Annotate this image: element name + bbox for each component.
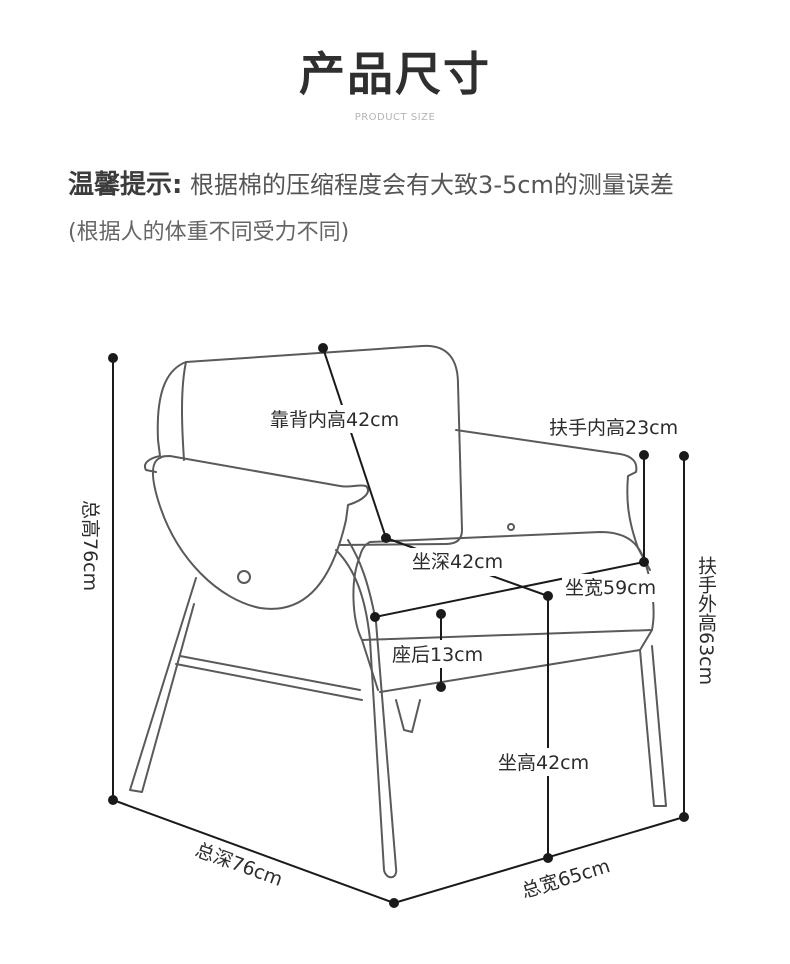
chair-left-rail bbox=[175, 655, 363, 701]
notice-label: 温馨提示: bbox=[68, 170, 183, 200]
label-total-height: 总高76cm bbox=[79, 500, 101, 591]
seat-width-line bbox=[374, 561, 645, 618]
chair-back-button bbox=[507, 523, 515, 531]
dot-back-bottom bbox=[381, 533, 391, 543]
chair-right-arm bbox=[455, 429, 651, 571]
label-armrest-outer-height: 扶手外高63cm bbox=[695, 556, 717, 685]
chair-back-frame bbox=[144, 361, 187, 473]
dot-bottom-left bbox=[108, 795, 118, 805]
dot-bottom-corner bbox=[389, 898, 399, 908]
chair-back-cushion bbox=[181, 344, 463, 546]
dot-seat-thick-bottom bbox=[436, 682, 446, 692]
notice-text: 根据棉的压缩程度会有大致3-5cm的测量误差 bbox=[190, 171, 674, 199]
dot-arm-inner-top bbox=[639, 450, 649, 460]
dot-seat-height-bottom bbox=[543, 853, 553, 863]
dot-arm-inner-bottom bbox=[639, 557, 649, 567]
dot-seat-depth-end bbox=[543, 591, 553, 601]
chair-left-front-leg bbox=[129, 577, 197, 793]
dot-seat-thick-top bbox=[436, 609, 446, 619]
notice-note: (根据人的体重不同受力不同) bbox=[68, 220, 350, 245]
dot-seat-width-start bbox=[370, 612, 380, 622]
label-seat-width: 坐宽59cm bbox=[565, 577, 656, 599]
dot-arm-outer-top bbox=[679, 451, 689, 461]
label-seat-height: 坐高42cm bbox=[498, 752, 589, 774]
label-armrest-inner-height: 扶手内高23cm bbox=[549, 417, 678, 439]
chair-arm-button bbox=[237, 570, 251, 584]
dot-top-left bbox=[108, 353, 118, 363]
label-backrest-inner-height: 靠背内高42cm bbox=[270, 409, 399, 431]
backrest-height-line bbox=[322, 347, 387, 539]
notice-line: 温馨提示: 根据棉的压缩程度会有大致3-5cm的测量误差 bbox=[68, 164, 674, 201]
dot-arm-outer-bottom bbox=[679, 812, 689, 822]
dot-back-top bbox=[318, 343, 328, 353]
label-seat-depth: 坐深42cm bbox=[412, 551, 503, 573]
dimension-dots bbox=[108, 343, 689, 908]
label-seat-thickness: 座后13cm bbox=[392, 644, 483, 666]
chair-outline bbox=[129, 344, 667, 879]
page-subtitle: PRODUCT SIZE bbox=[354, 112, 436, 123]
chair-left-frame bbox=[335, 539, 398, 879]
chair-right-leg bbox=[639, 645, 667, 807]
total-width-line bbox=[393, 816, 685, 904]
page-title: 产品尺寸 bbox=[299, 47, 491, 101]
total-depth-line bbox=[112, 799, 395, 904]
chair-left-arm-panel bbox=[152, 455, 369, 610]
chair-back-leg bbox=[395, 699, 421, 733]
